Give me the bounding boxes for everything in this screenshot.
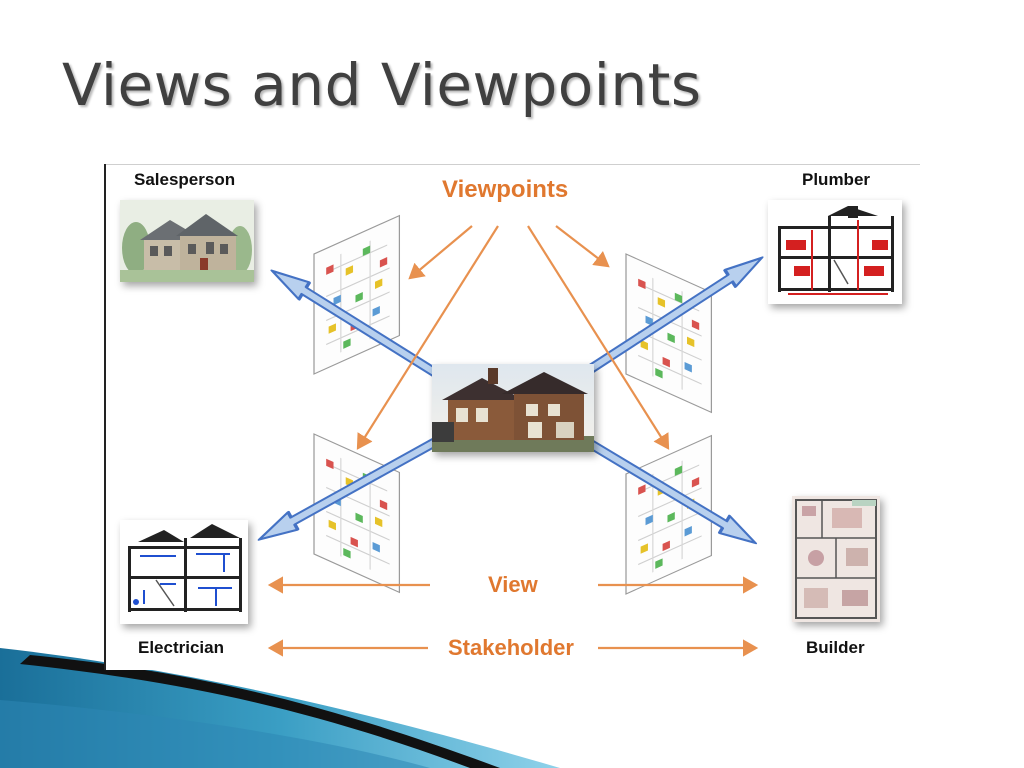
viewpoint-board-top-left: [313, 214, 401, 375]
viewpoints-label: Viewpoints: [442, 176, 569, 203]
stakeholder-label-plumber: Plumber: [802, 170, 871, 189]
viewpoint-arrow-3: [527, 225, 670, 450]
view-label: View: [488, 572, 538, 597]
builder-floor-plan: [792, 496, 880, 622]
viewpoint-board-bottom-left: [313, 433, 401, 594]
plumber-section-drawing: [768, 200, 902, 304]
electrician-section-drawing: [120, 520, 248, 624]
stakeholder-label: Stakeholder: [448, 635, 574, 660]
viewpoint-arrow-1: [408, 225, 473, 280]
diagram-top-border: [104, 164, 920, 165]
viewpoint-board-bottom-right: [625, 434, 713, 595]
stakeholder-label-builder: Builder: [806, 638, 865, 657]
viewpoint-arrow-2: [356, 225, 499, 450]
stakeholder-label-electrician: Electrician: [138, 638, 224, 657]
stakeholder-label-salesperson: Salesperson: [134, 170, 236, 189]
viewpoint-arrow-4: [555, 225, 610, 268]
diagram-left-border: [104, 164, 106, 670]
slide-title: Views and Viewpoints: [62, 51, 702, 119]
salesperson-house-sketch: [120, 200, 254, 282]
central-house-photo: [432, 364, 594, 452]
